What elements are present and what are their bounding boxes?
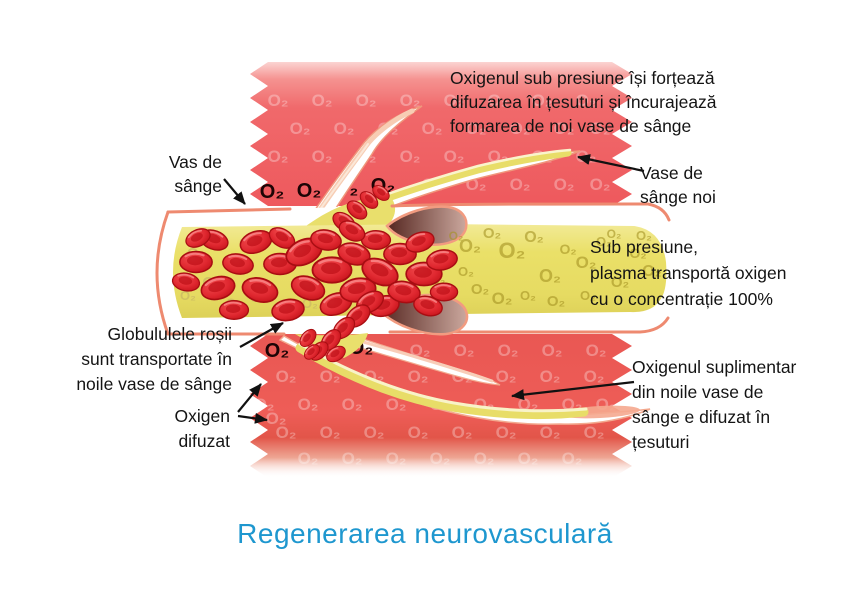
o2-molecule: O₂: [449, 229, 464, 243]
o2-molecule: O₂: [266, 409, 287, 428]
o2-molecule: O₂: [540, 367, 561, 386]
o2-molecule: O₂: [576, 91, 597, 110]
red-blood-cell: [429, 282, 459, 302]
label-pressure-note: Oxigenul sub presiune își forțează difuz…: [450, 68, 717, 136]
o2-molecule: O₂: [471, 281, 489, 298]
label-globulele-rosii: Globululele roșii sunt transportate în n…: [76, 324, 232, 394]
o2-molecule: O₂: [607, 227, 622, 241]
o2-molecule: O₂: [559, 241, 576, 257]
o2-molecule: O₂: [400, 91, 421, 110]
o2-molecule: O₂: [554, 175, 575, 194]
o2-molecule: O₂: [520, 288, 536, 303]
o2-molecule: O₂: [276, 423, 297, 442]
o2-molecule: O₂: [642, 263, 662, 280]
o2-molecule: O₂: [260, 181, 284, 203]
o2-molecule: O₂: [636, 228, 652, 243]
o2-molecule: O₂: [542, 341, 563, 360]
red-blood-cell: [218, 299, 250, 321]
label-vas-de-sange: Vas de sânge: [168, 152, 222, 196]
o2-molecule: O₂: [320, 423, 341, 442]
o2-molecule: O₂: [408, 423, 429, 442]
o2-molecule: O₂: [590, 175, 611, 194]
o2-molecule: O₂: [499, 238, 526, 263]
o2-molecule: O₂: [386, 395, 407, 414]
o2-molecule: O₂: [342, 449, 363, 468]
arrow-vas-de-sange: [223, 178, 246, 205]
arrow-oxigen-difuzat-2: [237, 412, 268, 424]
o2-molecule: O₂: [408, 367, 429, 386]
label-vase-de-sange-noi: Vase de sânge noi: [640, 163, 716, 207]
o2-molecule: O₂: [454, 341, 475, 360]
o2-molecule: O₂: [474, 449, 495, 468]
o2-molecule: O₂: [547, 293, 565, 310]
o2-molecule: O₂: [518, 449, 539, 468]
arrow-vase-noi: [577, 154, 645, 173]
o2-molecule: O₂: [483, 225, 501, 242]
o2-molecule: O₂: [458, 264, 474, 279]
arrow-suplimentar: [511, 380, 635, 401]
o2-molecule: O₂: [444, 147, 465, 166]
o2-molecule: O₂: [554, 119, 575, 138]
o2-molecule: O₂: [342, 395, 363, 414]
o2-molecule: O₂: [312, 147, 333, 166]
red-blood-cell: [178, 250, 214, 274]
o2-molecule: O₂: [290, 119, 311, 138]
o2-molecule: O₂: [498, 341, 519, 360]
o2-molecule: O₂: [466, 119, 487, 138]
o2-molecule: O₂: [590, 119, 611, 138]
o2-molecule: O₂: [488, 91, 509, 110]
o2-molecule: O₂: [510, 175, 531, 194]
o2-molecule: O₂: [268, 91, 289, 110]
o2-molecule: O₂: [254, 395, 275, 414]
arrow-oxigen-difuzat-1: [237, 383, 262, 413]
o2-molecule: O₂: [611, 274, 629, 291]
new-vessel-upper-steep: [300, 105, 423, 231]
new-vessel-lower-long: [278, 335, 651, 425]
o2-molecule: O₂: [562, 449, 583, 468]
o2-molecule: O₂: [584, 423, 605, 442]
o2-molecule: O₂: [496, 423, 517, 442]
o2-molecule: O₂: [268, 147, 289, 166]
label-oxigen-suplimentar: Oxigenul suplimentar din noile vase de s…: [632, 357, 797, 452]
o2-molecule: O₂: [452, 423, 473, 442]
o2-molecule: O₂: [496, 367, 517, 386]
red-blood-cell: [360, 229, 392, 251]
annotation-arrows: [223, 154, 645, 424]
o2-molecule: O₂: [276, 367, 297, 386]
o2-molecule: O₂: [539, 266, 561, 286]
o2-molecule: O₂: [492, 289, 513, 308]
o2-molecule: O₂: [430, 449, 451, 468]
o2-molecule: O₂: [312, 91, 333, 110]
o2-molecule: O₂: [298, 395, 319, 414]
o2-molecule: O₂: [298, 449, 319, 468]
o2-molecule: O₂: [422, 119, 443, 138]
o2-molecule: O₂: [297, 180, 321, 202]
label-oxigen-difuzat: Oxigen difuzat: [174, 406, 230, 451]
o2-molecule: O₂: [265, 340, 289, 362]
o2-molecule: O₂: [510, 119, 531, 138]
o2-molecule: O₂: [400, 147, 421, 166]
o2-molecule: O₂: [459, 236, 481, 256]
arrow-globulele: [239, 322, 284, 348]
o2-molecule: O₂: [586, 341, 607, 360]
o2-molecule: O₂: [386, 449, 407, 468]
o2-molecule: O₂: [532, 91, 553, 110]
vessel-wall-outline: [155, 202, 671, 336]
label-plasma-note: Sub presiune, plasma transportă oxigen c…: [590, 237, 787, 309]
diagram-title: Regenerarea neurovasculară: [237, 518, 613, 549]
o2-molecule: O₂: [629, 245, 646, 261]
o2-molecule: O₂: [576, 253, 597, 272]
o2-molecule: O₂: [364, 423, 385, 442]
o2-molecule: O₂: [444, 91, 465, 110]
o2-molecule: O₂: [180, 288, 196, 303]
o2-molecule: O₂: [334, 119, 355, 138]
o2-molecule: O₂: [596, 234, 612, 249]
o2-molecule: O₂: [356, 91, 377, 110]
o2-molecule: O₂: [524, 229, 544, 246]
o2-molecule: O₂: [584, 367, 605, 386]
o2-molecule: O₂: [580, 288, 596, 303]
o2-molecule: O₂: [540, 423, 561, 442]
